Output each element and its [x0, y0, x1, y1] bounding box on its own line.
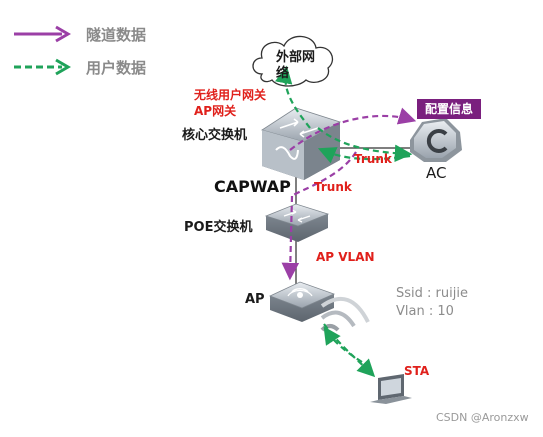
user-data-ac-to-core: [317, 147, 411, 164]
cloud-label-line1: 外部网: [276, 50, 316, 65]
user-data-ap-to-sta: [323, 323, 376, 378]
poe-switch-icon: [264, 203, 330, 242]
laptop-icon: [370, 374, 412, 404]
vlan-label: Vlan : 10: [396, 304, 454, 319]
ac-controller-icon: [410, 118, 462, 162]
wireless-gateway-label: 无线用户网关: [194, 88, 267, 102]
cloud-label-line2: 络: [276, 66, 290, 81]
user-data-core-to-ac: [317, 127, 413, 163]
user-data-core-to-cloud: [274, 65, 311, 129]
ap-label: AP: [245, 292, 265, 307]
wifi-signal-icon: [320, 296, 370, 332]
ac-label: AC: [426, 164, 447, 182]
tunnel-core-to-ac: [289, 107, 417, 151]
access-point-icon: [268, 281, 336, 322]
trunk-core-ac-label: Trunk: [354, 152, 392, 166]
config-info-tag: 配置信息: [417, 99, 481, 119]
tunnel-core-to-ap: [281, 195, 300, 281]
legend-tunnel-label: 隧道数据: [86, 26, 147, 44]
core-switch-label: 核心交换机: [182, 128, 248, 143]
legend-user-arrow: [14, 58, 71, 76]
legend-user-label: 用户数据: [86, 59, 147, 77]
sta-label: STA: [404, 364, 430, 378]
ap-vlan-label: AP VLAN: [316, 250, 375, 264]
poe-switch-label: POE交换机: [184, 220, 253, 235]
tunnel-ac-to-core: [291, 151, 357, 197]
capwap-label: CAPWAP: [214, 177, 291, 196]
ap-gateway-label: AP网关: [194, 104, 237, 118]
ssid-label: Ssid : ruijie: [396, 286, 468, 301]
core-switch-icon: [261, 107, 342, 180]
user-data-sta-to-ap: [323, 326, 363, 363]
watermark: CSDN @Aronzxw: [436, 411, 529, 424]
cloud-icon: [252, 35, 333, 87]
trunk-core-poe-label: Trunk: [314, 180, 352, 194]
legend-tunnel-arrow: [14, 25, 71, 43]
